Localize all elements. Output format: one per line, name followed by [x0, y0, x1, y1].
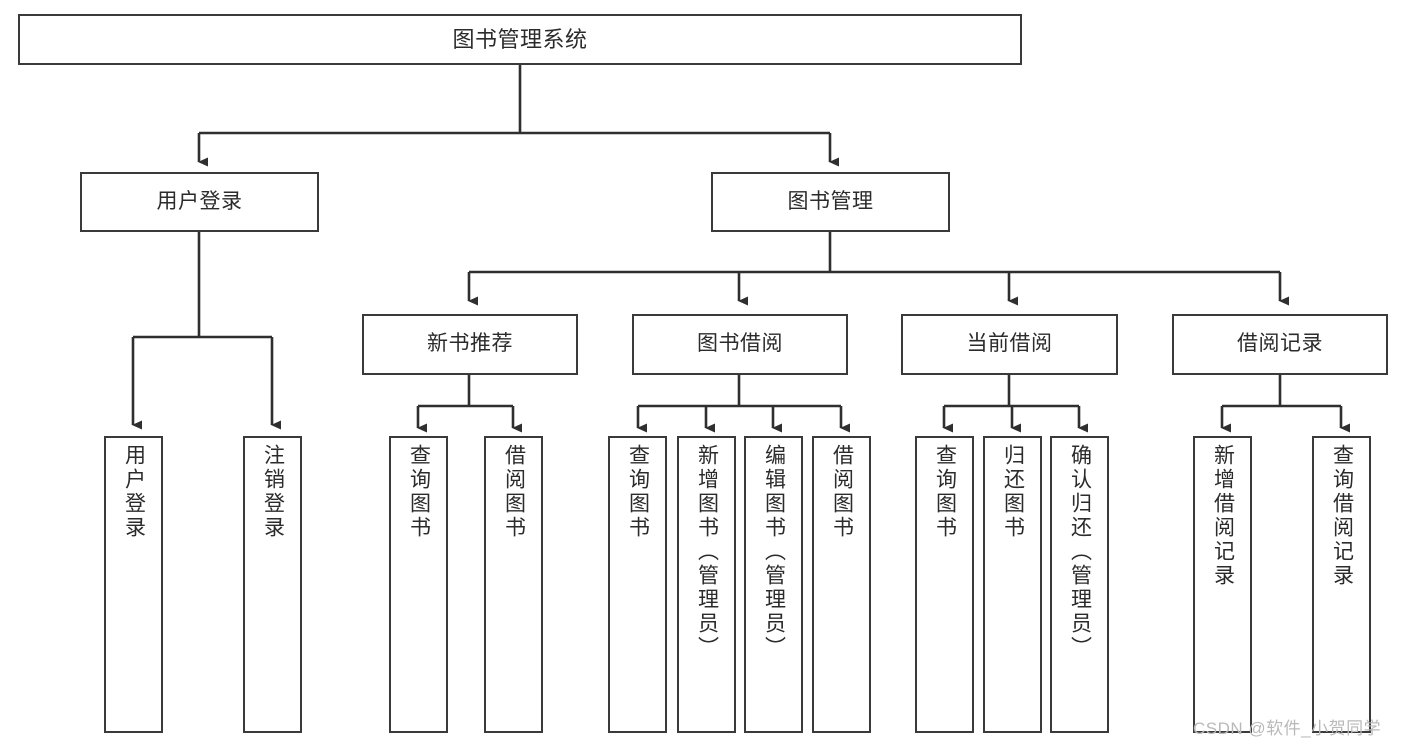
csdn-watermark: CSDN @软件_小贺同学 — [1193, 719, 1382, 738]
node-leaf-borrow-book-bb-label: 借阅图书 — [830, 444, 854, 540]
node-borrow-record[interactable]: 借阅记录 — [1172, 314, 1388, 375]
node-root-system-label: 图书管理系统 — [452, 26, 588, 52]
node-leaf-query-book-nb[interactable]: 查询图书 — [389, 436, 448, 733]
node-new-book-recommend[interactable]: 新书推荐 — [362, 314, 578, 375]
node-leaf-user-login[interactable]: 用户登录 — [104, 436, 163, 733]
node-leaf-logout[interactable]: 注销登录 — [243, 436, 302, 733]
node-leaf-borrow-book-nb[interactable]: 借阅图书 — [484, 436, 543, 733]
node-leaf-query-book-cb[interactable]: 查询图书 — [915, 436, 974, 733]
node-current-borrow-label: 当前借阅 — [966, 332, 1053, 356]
node-borrow-record-label: 借阅记录 — [1237, 332, 1323, 356]
node-book-manage[interactable]: 图书管理 — [711, 172, 950, 232]
node-leaf-query-borrow-record[interactable]: 查询借阅记录 — [1312, 436, 1371, 733]
node-leaf-user-login-label: 用户登录 — [122, 444, 146, 540]
node-book-borrow[interactable]: 图书借阅 — [632, 314, 848, 375]
node-leaf-confirm-return-label: 确认归还（管理员） — [1068, 444, 1092, 660]
node-leaf-query-book-bb[interactable]: 查询图书 — [608, 436, 667, 733]
node-book-manage-label: 图书管理 — [787, 189, 874, 213]
node-root-system[interactable]: 图书管理系统 — [18, 14, 1022, 65]
node-user-login-label: 用户登录 — [156, 189, 243, 213]
node-leaf-query-borrow-record-label: 查询借阅记录 — [1330, 444, 1354, 588]
node-leaf-query-book-nb-label: 查询图书 — [407, 444, 431, 540]
node-leaf-add-book[interactable]: 新增图书（管理员） — [677, 436, 736, 733]
node-leaf-return-book[interactable]: 归还图书 — [983, 436, 1042, 733]
node-book-borrow-label: 图书借阅 — [697, 332, 783, 356]
node-user-login[interactable]: 用户登录 — [80, 172, 319, 232]
node-current-borrow[interactable]: 当前借阅 — [901, 314, 1118, 375]
node-leaf-query-book-bb-label: 查询图书 — [626, 444, 650, 540]
node-leaf-edit-book[interactable]: 编辑图书（管理员） — [744, 436, 803, 733]
node-leaf-confirm-return[interactable]: 确认归还（管理员） — [1050, 436, 1109, 733]
node-leaf-borrow-book-nb-label: 借阅图书 — [502, 444, 526, 540]
node-leaf-add-book-label: 新增图书（管理员） — [695, 444, 719, 660]
node-leaf-logout-label: 注销登录 — [261, 444, 285, 540]
node-new-book-recommend-label: 新书推荐 — [427, 332, 513, 356]
node-leaf-add-borrow-record[interactable]: 新增借阅记录 — [1193, 436, 1252, 733]
node-leaf-add-borrow-record-label: 新增借阅记录 — [1211, 444, 1235, 588]
node-leaf-query-book-cb-label: 查询图书 — [933, 444, 957, 540]
node-leaf-edit-book-label: 编辑图书（管理员） — [762, 444, 786, 660]
node-leaf-borrow-book-bb[interactable]: 借阅图书 — [812, 436, 871, 733]
node-leaf-return-book-label: 归还图书 — [1001, 444, 1025, 540]
